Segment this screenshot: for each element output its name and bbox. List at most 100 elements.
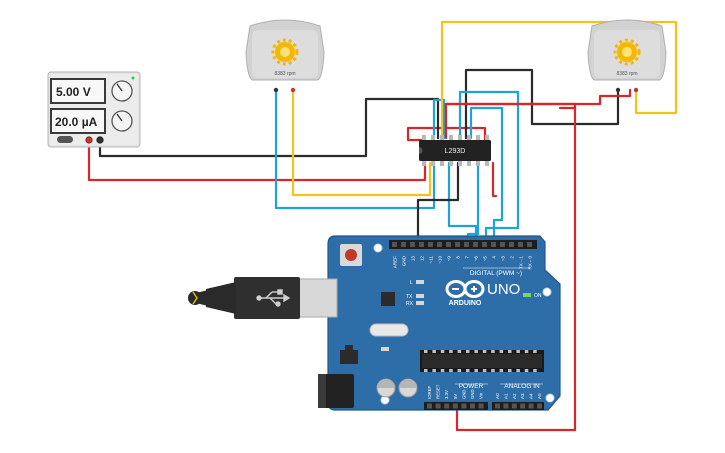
header-socket[interactable] [537,403,542,409]
header-socket[interactable] [452,403,458,409]
wire-black-motor-right[interactable] [464,68,620,140]
header-socket[interactable] [527,242,532,247]
header-socket[interactable] [401,242,406,247]
status-led-icon [131,76,135,80]
header-socket[interactable] [478,403,484,409]
digital-pin-label: ~5 [483,256,488,262]
analog-pin-label: A4 [529,393,534,399]
header-socket[interactable] [461,403,467,409]
current-display [50,108,106,134]
terminal-positive[interactable] [85,136,93,144]
wire-blue-chip-pin7[interactable] [447,161,478,246]
header-socket[interactable] [528,403,534,409]
header-socket[interactable] [419,242,424,247]
header-socket[interactable] [509,242,514,247]
on-led-icon [523,293,531,297]
wire-black-chip-gnd[interactable] [416,161,460,246]
motor-rpm-label: 8383 rpm [616,71,637,77]
header-socket[interactable] [495,403,500,409]
header-socket[interactable] [482,242,487,247]
chip-pin[interactable] [431,160,435,166]
wire-blue-chip-pin6[interactable] [458,90,520,246]
output-switch[interactable] [57,136,73,143]
wire-red-right-rail[interactable] [444,102,577,112]
motor-terminal-b[interactable] [633,87,639,93]
dc-motor-left[interactable]: 8383 rpm [245,19,325,93]
chip-pin[interactable] [440,160,444,166]
ic-pin [533,369,537,372]
terminal-negative[interactable] [96,136,104,144]
header-socket[interactable] [446,242,451,247]
ic-pin [508,369,512,372]
chip-pin[interactable] [440,135,444,141]
ic-pin [508,350,512,353]
chip-pin[interactable] [422,135,426,141]
ic-pin [466,369,470,372]
wire-blue-chip-pin5[interactable] [469,106,504,246]
ic-pin [491,369,495,372]
header-socket[interactable] [428,242,433,247]
chip-pin[interactable] [458,160,462,166]
current-knob[interactable] [111,110,133,132]
digital-label: DIGITAL (PWM ~) [470,270,522,277]
chip-pin[interactable] [476,135,480,141]
chip-pin[interactable] [449,135,453,141]
wire-red-chip-vcc[interactable] [491,161,498,198]
chip-pin[interactable] [449,160,453,166]
header-socket[interactable] [410,242,415,247]
digital-pin-label: 13 [411,256,416,262]
header-socket[interactable] [444,403,450,409]
chip-pin[interactable] [485,160,489,166]
header-socket[interactable] [427,403,432,409]
wire-yellow-motor-right[interactable] [440,20,678,140]
motor-terminal-a[interactable] [273,87,279,93]
wire-red-supply[interactable] [87,126,487,182]
header-socket[interactable] [392,242,397,247]
header-socket[interactable] [520,403,526,409]
driver-chip[interactable]: L293D [419,135,491,166]
power-pin-label: 3.3V [444,390,449,399]
reset-button[interactable] [340,244,362,266]
dc-jack[interactable] [318,374,354,408]
header-socket[interactable] [500,242,505,247]
wire-black-supply[interactable] [98,97,440,158]
arduino-model: UNO [487,281,520,298]
header-socket[interactable] [473,242,478,247]
voltage-knob[interactable] [111,80,133,102]
wire-yellow-motor-left[interactable] [291,88,432,197]
arduino-logo-icon [445,280,485,298]
header-socket[interactable] [464,242,469,247]
header-socket[interactable] [518,242,523,247]
power-supply[interactable]: 5.00 V 20.0 µA [47,71,141,148]
power-label: POWER [459,383,484,390]
motor-terminal-b[interactable] [290,87,296,93]
header-socket[interactable] [470,403,475,409]
wire-red-5v-loop[interactable] [455,106,577,432]
chip-pin[interactable] [458,135,462,141]
header-socket[interactable] [437,242,442,247]
wire-red-motor-right[interactable] [444,88,632,140]
header-socket[interactable] [455,242,460,247]
chip-pin[interactable] [476,160,480,166]
motor-terminal-a[interactable] [615,87,621,93]
ic-pin [449,369,453,372]
header-socket[interactable] [503,403,509,409]
chip-pin[interactable] [485,135,489,141]
chip-pin[interactable] [467,160,471,166]
rx-led-icon [416,301,424,305]
digital-pin-label: 8 [456,256,461,259]
power-header-holes [427,403,484,409]
chip-label: L293D [445,148,466,155]
header-socket[interactable] [435,403,441,409]
chip-pin[interactable] [431,135,435,141]
dc-motor-right[interactable]: 8383 rpm [587,19,667,93]
mount-hole [542,287,552,297]
power-pin-label: IOREF [427,385,432,399]
chip-pin[interactable] [467,135,471,141]
header-socket[interactable] [511,403,517,409]
header-socket[interactable] [491,242,496,247]
wire-blue-motor-left[interactable] [274,88,446,210]
usb-cable[interactable] [188,277,338,319]
chip-pin[interactable] [422,160,426,166]
